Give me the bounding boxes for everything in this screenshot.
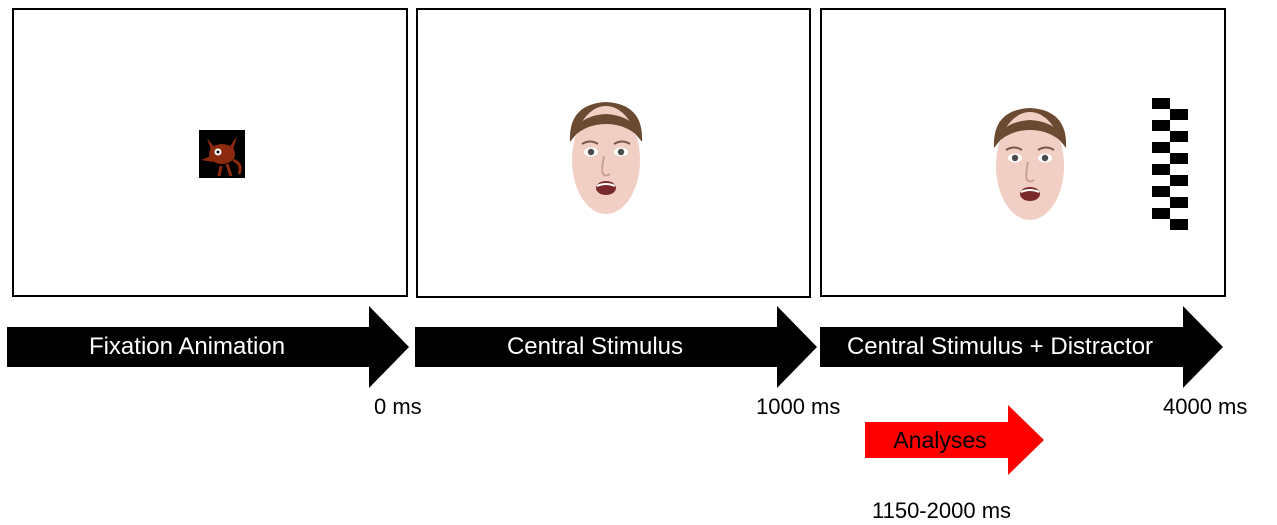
analyses-arrow: Analyses [865,405,1044,475]
distractor-label: Central Stimulus + Distractor [846,333,1154,360]
time-0ms: 0 ms [374,394,422,419]
central-stimulus-label: Central Stimulus [506,333,684,360]
checkerboard-icon [1152,98,1188,232]
central-stimulus-arrow: Central Stimulus [415,306,817,388]
fixation-screen [12,8,408,297]
time-4000ms: 4000 ms [1163,394,1248,419]
distractor-arrow: Central Stimulus + Distractor [820,306,1223,388]
cartoon-fox-icon [199,130,245,178]
fearful-face-icon [566,98,646,225]
time-1000ms: 1000 ms [756,394,841,419]
fixation-arrow: Fixation Animation [7,306,409,388]
analyses-window-time: 1150-2000 ms [872,498,1012,523]
fixation-label: Fixation Animation [88,333,286,360]
central-stimulus-screen [416,8,811,298]
fearful-face-icon [990,104,1070,231]
analyses-label: Analyses [893,426,987,453]
stimulus-distractor-screen [820,8,1226,297]
